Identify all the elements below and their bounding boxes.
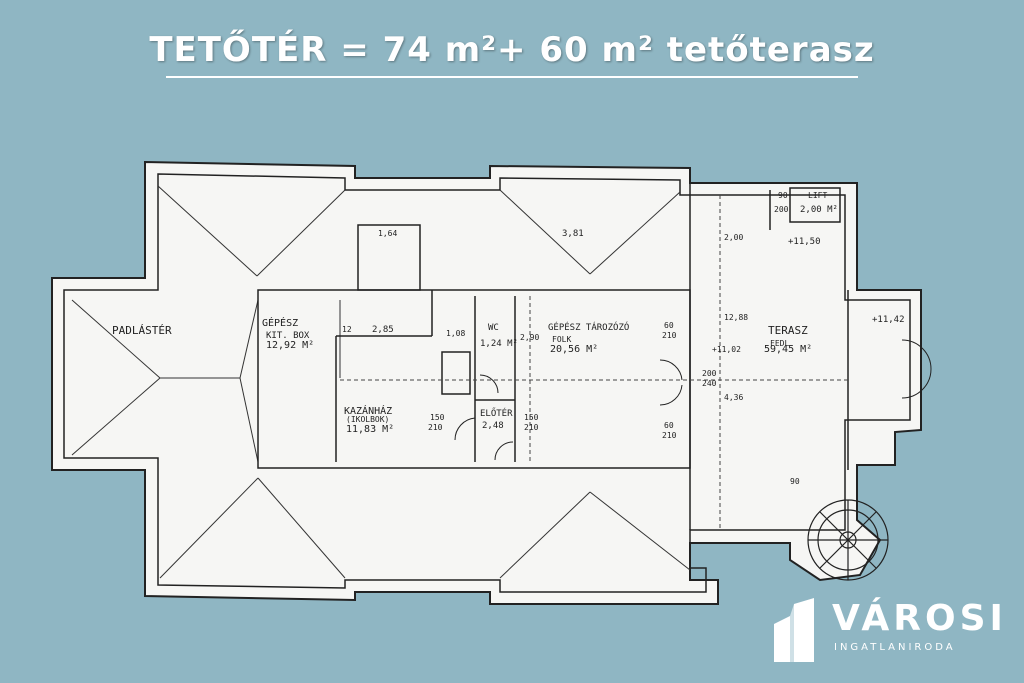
room-kazanhaz-sub: (IKOLBOK) [346,415,389,424]
room-wc-label: WC [488,323,499,333]
room-padlaster-label: PADLÁSTÉR [112,324,172,337]
dim-label: 3,81 [562,229,584,239]
title-underline [166,76,858,78]
dim-label: 1,64 [378,229,397,238]
dim-label: 150 [430,413,445,422]
room-gepesz2-area: 20,56 M² [550,344,598,355]
room-gepesz2-sub: FOLK [552,335,571,344]
room-gepesz1-area: 12,92 M² [266,340,314,351]
room-eloter-area: 2,48 [482,421,504,431]
room-terasz-area: 59,45 M² [764,344,812,355]
room-eloter-label: ELŐTÉR [480,407,513,419]
room-terasz-sub: FEDL [770,339,789,348]
dim-label: 200 [702,369,717,378]
dim-label: 12,88 [724,313,748,322]
brand-logo: VÁROSI INGATLANIRODA [770,598,1003,668]
level-marker: +11,42 [872,315,905,325]
room-gepesz2-label: GÉPÉSZ TÁROZÓZÓ [548,321,629,333]
dim-label: 2,00 [724,233,743,242]
level-marker: +11,50 [788,237,821,247]
interior-walls [257,183,849,530]
level-marker: +11,02 [712,345,741,354]
inner-wall [63,173,911,593]
room-lift-area: 2,00 M² [800,205,838,215]
dim-label: 210 [662,431,677,440]
dim-label: 60 [664,421,674,430]
outer-wall [51,160,922,605]
brand-name: VÁROSI [832,598,1007,639]
dim-label: 60 [664,321,674,330]
building-logo-icon [774,598,814,662]
room-terasz-label: TERASZ [768,324,808,337]
dim-label: 150 [524,413,539,422]
dim-label: 210 [524,423,539,432]
dim-label: 4,36 [724,393,743,402]
room-wc-area: 1,24 M² [480,339,518,349]
page-title: TETŐTÉR = 74 m²+ 60 m² tetőterasz [149,30,875,70]
dim-label: 2,85 [372,325,394,335]
spiral-stair [807,499,889,581]
dim-label: 12 [342,325,352,334]
dim-label: 1,08 [446,329,465,338]
dim-label: 210 [428,423,443,432]
dim-label: 2,90 [520,333,539,342]
brand-subtitle: INGATLANIRODA [834,642,956,653]
roof-hip-lines [71,185,691,579]
dim-label: 90 [778,191,788,200]
room-gepesz1-sub: KIT. BOX [266,331,310,341]
room-kazanhaz-area: 11,83 M² [346,424,394,435]
door-swings [454,339,932,461]
dim-label: 210 [662,331,677,340]
dashed-lines [340,195,848,530]
dim-label: 200 [774,205,789,214]
room-lift-label: LIFT [808,191,827,200]
room-kazanhaz-label: KAZÁNHÁZ [344,404,392,417]
dim-label: 240 [702,379,717,388]
dim-label: 90 [790,477,800,486]
room-gepesz1-label: GÉPÉSZ [262,316,298,329]
